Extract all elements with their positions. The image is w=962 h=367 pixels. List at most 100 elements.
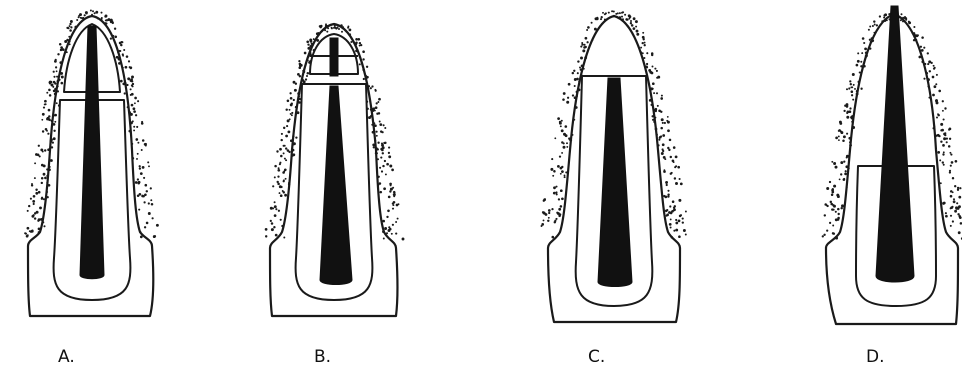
stipple-dot <box>630 20 632 22</box>
stipple-dot <box>282 171 285 174</box>
stipple-dot <box>842 140 845 143</box>
stipple-dot <box>959 216 962 219</box>
stipple-dot <box>283 191 285 193</box>
stipple-dot <box>935 99 937 101</box>
stipple-dot <box>31 215 34 218</box>
stipple-dot <box>934 85 937 88</box>
stipple-dot <box>61 82 64 85</box>
stipple-dot <box>59 43 62 46</box>
stipple-dot <box>883 16 885 18</box>
stipple-dot <box>114 28 116 30</box>
stipple-dot <box>78 15 80 17</box>
stipple-dot <box>868 29 870 31</box>
stipple-dot <box>949 152 951 154</box>
stipple-dot <box>553 192 555 194</box>
stipple-dot <box>664 122 666 124</box>
root-canal-d <box>876 6 914 282</box>
stipple-dot <box>937 134 940 137</box>
stipple-dot <box>672 200 675 203</box>
stipple-dot <box>380 148 383 151</box>
stipple-dot <box>635 26 637 28</box>
stipple-dot <box>147 161 149 163</box>
stipple-dot <box>46 130 48 132</box>
stipple-dot <box>271 228 274 231</box>
stipple-dot <box>559 213 561 215</box>
stipple-dot <box>297 73 300 76</box>
stipple-dot <box>289 92 291 94</box>
stipple-dot <box>388 155 391 158</box>
stipple-dot <box>60 49 62 51</box>
stipple-dot <box>137 195 140 198</box>
stipple-dot <box>47 133 49 135</box>
stipple-dot <box>338 28 340 30</box>
stipple-dot <box>839 121 842 124</box>
stipple-dot <box>678 235 681 238</box>
stipple-dot <box>628 18 630 20</box>
stipple-dot <box>363 78 365 80</box>
stipple-dot <box>957 189 959 191</box>
stipple-dot <box>122 53 124 55</box>
stipple-dot <box>366 66 368 68</box>
stipple-dot <box>608 12 610 14</box>
stipple-dot <box>34 177 36 179</box>
stipple-dot <box>541 225 543 227</box>
stipple-dot <box>287 100 290 103</box>
stipple-dot <box>621 16 623 18</box>
stipple-dot <box>349 29 352 32</box>
stipple-dot <box>566 101 569 104</box>
panel-label-d: D. <box>866 347 885 367</box>
stipple-dot <box>92 10 94 12</box>
stipple-dot <box>670 156 672 158</box>
stipple-dot <box>830 201 832 203</box>
stipple-dot <box>29 230 31 232</box>
stipple-dot <box>954 185 956 187</box>
stipple-dot <box>668 211 671 214</box>
stipple-dot <box>829 181 831 183</box>
stipple-dot <box>287 130 290 133</box>
stipple-dot <box>667 190 669 192</box>
stipple-dot <box>283 179 285 181</box>
stipple-dot <box>551 208 553 210</box>
stipple-dot <box>131 76 134 79</box>
stipple-dot <box>572 72 574 74</box>
stipple-dot <box>54 114 57 117</box>
stipple-dot <box>849 80 851 82</box>
stipple-dot <box>137 178 139 180</box>
stipple-dot <box>591 22 593 24</box>
stipple-dot <box>381 170 383 172</box>
stipple-dot <box>576 78 579 81</box>
stipple-dot <box>381 142 383 144</box>
stipple-dot <box>279 148 282 151</box>
stipple-dot <box>40 148 43 151</box>
stipple-dot <box>843 178 845 180</box>
stipple-dot <box>675 156 678 159</box>
stipple-dot <box>583 44 585 46</box>
stipple-dot <box>136 126 138 128</box>
stipple-dot <box>48 89 51 92</box>
stipple-dot <box>290 113 292 115</box>
stipple-dot <box>392 203 394 205</box>
stipple-dot <box>130 78 133 81</box>
stipple-dot <box>30 198 32 200</box>
stipple-dot <box>873 20 875 22</box>
stipple-dot <box>55 66 57 68</box>
stipple-dot <box>951 161 954 164</box>
stipple-dot <box>46 92 48 94</box>
stipple-dot <box>879 15 881 17</box>
stipple-dot <box>387 210 390 213</box>
stipple-dot <box>566 146 568 148</box>
stipple-dot <box>561 166 563 168</box>
stipple-dot <box>604 13 606 15</box>
stipple-dot <box>60 46 63 49</box>
stipple-dot <box>958 196 961 199</box>
stipple-dot <box>43 164 46 167</box>
stipple-dot <box>927 52 929 54</box>
stipple-dot <box>956 202 958 204</box>
stipple-dot <box>391 233 393 235</box>
stipple-dot <box>31 183 33 185</box>
stipple-dot <box>277 183 280 186</box>
stipple-dot <box>274 205 277 208</box>
stipple-dot <box>376 102 378 104</box>
stipple-dot <box>137 153 139 155</box>
stipple-dot <box>125 66 128 69</box>
